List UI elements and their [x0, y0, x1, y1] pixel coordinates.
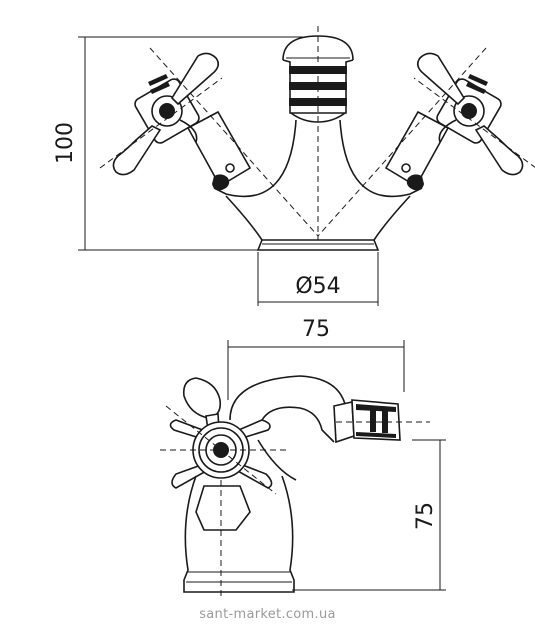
width-dimension: 75: [227, 317, 405, 400]
side-handle: [160, 377, 288, 495]
height-label-top: 100: [53, 122, 78, 164]
left-valve: [112, 52, 252, 191]
width-label: 75: [302, 317, 330, 342]
diameter-label: Ø54: [295, 274, 340, 299]
side-spout: [229, 375, 430, 481]
height-dimension-top: 100: [53, 36, 305, 251]
right-valve: [384, 52, 524, 191]
height-label-bottom: 75: [413, 502, 438, 530]
diameter-dimension: Ø54: [257, 252, 379, 306]
centerlines-front: [99, 26, 535, 240]
mixer-body: [213, 119, 423, 251]
side-body: [183, 475, 295, 596]
side-view: 75 75: [160, 317, 446, 596]
watermark: sant-market.com.ua: [199, 607, 336, 622]
height-dimension-bottom: 75: [292, 439, 446, 591]
front-view: 100: [53, 26, 535, 306]
